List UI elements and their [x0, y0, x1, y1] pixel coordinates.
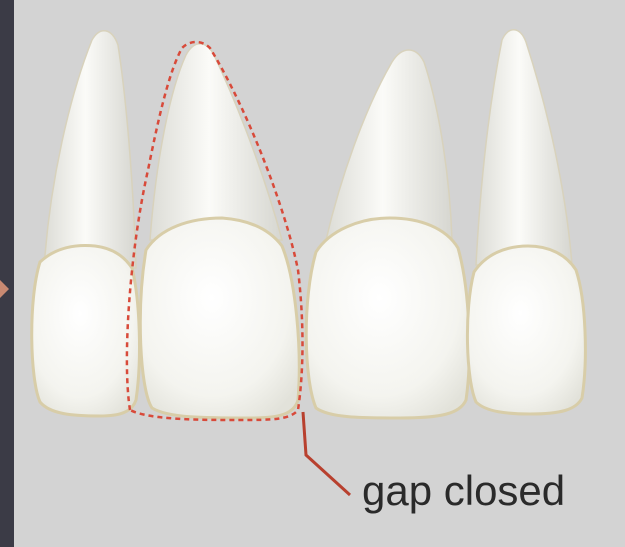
tooth-right-central-crown	[306, 218, 469, 418]
tooth-right-lateral-crown	[467, 246, 585, 414]
tooth-left-central-root	[150, 44, 282, 240]
gap-closed-label: gap closed	[362, 470, 565, 512]
tooth-left-lateral	[32, 31, 140, 416]
gap-leader-line	[303, 412, 350, 495]
tooth-left-lateral-root	[44, 31, 136, 268]
tooth-left-central	[140, 44, 299, 418]
tooth-left-lateral-crown	[32, 246, 140, 416]
tooth-right-central	[306, 50, 469, 418]
tooth-right-lateral-root	[476, 30, 572, 265]
tooth-right-lateral	[467, 30, 585, 414]
tooth-left-central-crown	[140, 218, 299, 418]
tooth-right-central-root	[326, 50, 452, 240]
